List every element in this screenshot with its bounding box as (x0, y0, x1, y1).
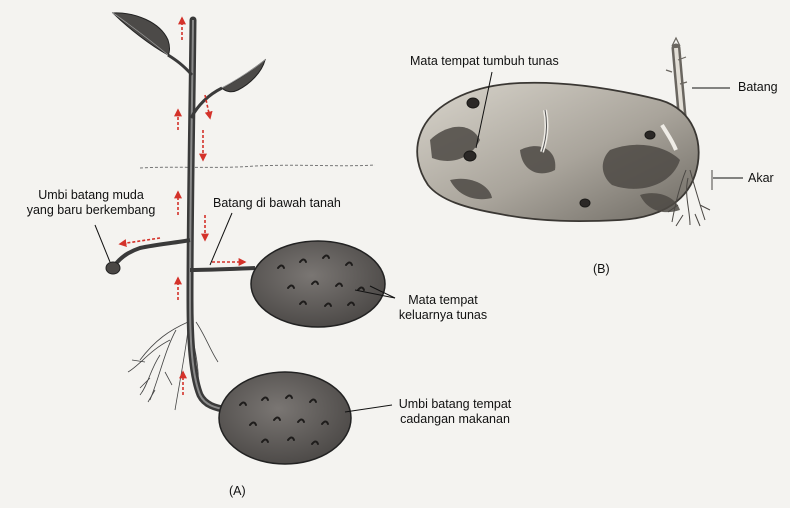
label-young-tuber-line2: yang baru berkembang (12, 203, 170, 218)
label-root-b: Akar (748, 171, 774, 186)
young-tuber-stolon (115, 240, 190, 265)
label-young-tuber-line1: Umbi batang muda (12, 188, 170, 203)
label-bud-eyes: Mata tempat keluarnya tunas (380, 293, 506, 323)
caption-b: (B) (593, 262, 610, 277)
label-storage-tuber: Umbi batang tempat cadangan makanan (370, 397, 540, 427)
label-stem-b: Batang (738, 80, 778, 95)
storage-tuber (219, 372, 351, 464)
label-bud-eyes-line2: keluarnya tunas (380, 308, 506, 323)
label-storage-tuber-line1: Umbi batang tempat (370, 397, 540, 412)
young-tuber (106, 262, 120, 274)
label-young-tuber: Umbi batang muda yang baru berkembang (12, 188, 170, 218)
diagram-a (95, 13, 395, 464)
lower-leaf-stalk (191, 88, 222, 118)
main-stem (190, 20, 228, 410)
upper-leaf-stalk (168, 55, 192, 75)
label-storage-tuber-line2: cadangan makanan (370, 412, 540, 427)
label-bud-eyes-line1: Mata tempat (380, 293, 506, 308)
ground-line (140, 165, 375, 168)
caption-a: (A) (229, 484, 246, 499)
label-underground-stem: Batang di bawah tanah (213, 196, 341, 211)
underground-stem (190, 268, 255, 270)
label-eye-b: Mata tempat tumbuh tunas (410, 54, 559, 69)
